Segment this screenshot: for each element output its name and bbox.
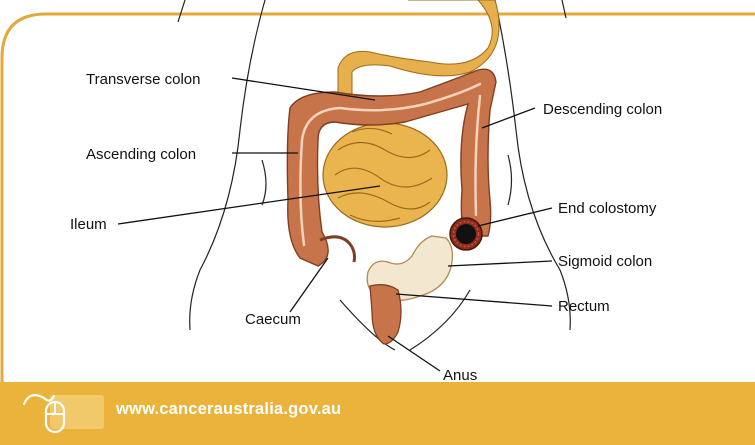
footer-bar (0, 382, 755, 445)
label-descending-colon: Descending colon (543, 101, 662, 118)
label-rectum: Rectum (558, 298, 610, 315)
small-intestine (323, 123, 447, 227)
label-end-colostomy: End colostomy (558, 200, 657, 217)
colostomy-stoma (450, 218, 482, 250)
computer-mouse-icon (20, 386, 80, 436)
website-link[interactable]: www.canceraustralia.gov.au (116, 400, 341, 419)
label-caecum: Caecum (245, 311, 301, 328)
label-ileum: Ileum (70, 216, 107, 233)
bowel-anatomy-diagram: Transverse colon Descending colon Ascend… (0, 0, 755, 385)
label-transverse-colon: Transverse colon (86, 71, 201, 88)
label-sigmoid-colon: Sigmoid colon (558, 253, 652, 270)
label-ascending-colon: Ascending colon (86, 146, 196, 163)
